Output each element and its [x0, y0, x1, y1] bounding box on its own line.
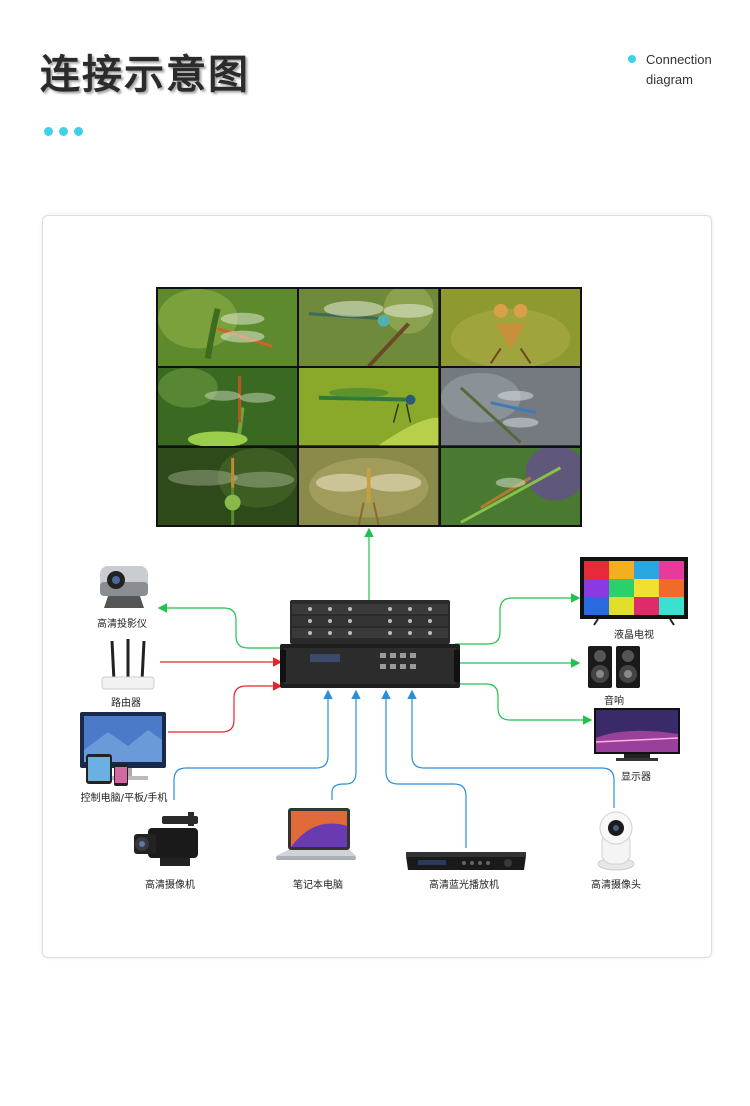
monitor-icon	[594, 708, 682, 768]
ip-camera-icon	[594, 808, 638, 876]
video-tile	[299, 368, 439, 446]
line-from-pc	[168, 681, 283, 733]
line-from-camcorder	[173, 689, 333, 800]
video-tile	[440, 447, 580, 525]
subtitle-line1: Connection	[646, 52, 712, 67]
control-pc-icon	[78, 710, 170, 790]
projector-label: 高清投影仪	[97, 619, 147, 630]
line-from-laptop	[331, 689, 361, 800]
video-wall	[156, 287, 582, 527]
router-label: 路由器	[111, 698, 141, 709]
line-from-ipcam	[407, 689, 615, 808]
monitor-label: 显示器	[621, 772, 651, 783]
bluray-label: 高清蓝光播放机	[429, 880, 499, 891]
video-tile	[299, 447, 439, 525]
router-icon	[98, 637, 158, 697]
title-dots	[44, 127, 83, 136]
video-tile	[158, 289, 298, 367]
lcd-tv-icon	[580, 557, 690, 631]
lcd-tv-label: 液晶电视	[614, 630, 654, 641]
camcorder-label: 高清摄像机	[145, 880, 195, 891]
laptop-icon	[274, 806, 358, 874]
projector-icon	[94, 560, 154, 616]
camcorder-icon	[132, 808, 208, 876]
speaker-label: 音响	[604, 696, 624, 707]
video-tile	[158, 447, 298, 525]
video-tile	[440, 289, 580, 367]
control-pc-label: 控制电脑/平板/手机	[80, 793, 168, 804]
speaker-icon	[586, 642, 644, 694]
matrix-switcher	[280, 598, 460, 690]
line-to-lcd	[455, 593, 581, 645]
video-tile	[158, 368, 298, 446]
bullet-icon	[628, 55, 636, 63]
ip-camera-label: 高清摄像头	[591, 880, 641, 891]
video-tile	[440, 368, 580, 446]
laptop-label: 笔记本电脑	[293, 880, 343, 891]
subtitle-line2: diagram	[646, 72, 693, 87]
line-to-projector	[157, 603, 288, 649]
video-tile	[299, 289, 439, 367]
line-from-bluray	[381, 689, 467, 848]
line-to-monitor	[455, 683, 593, 725]
bluray-player-icon	[404, 848, 528, 878]
page-title: 连接示意图	[40, 52, 250, 98]
